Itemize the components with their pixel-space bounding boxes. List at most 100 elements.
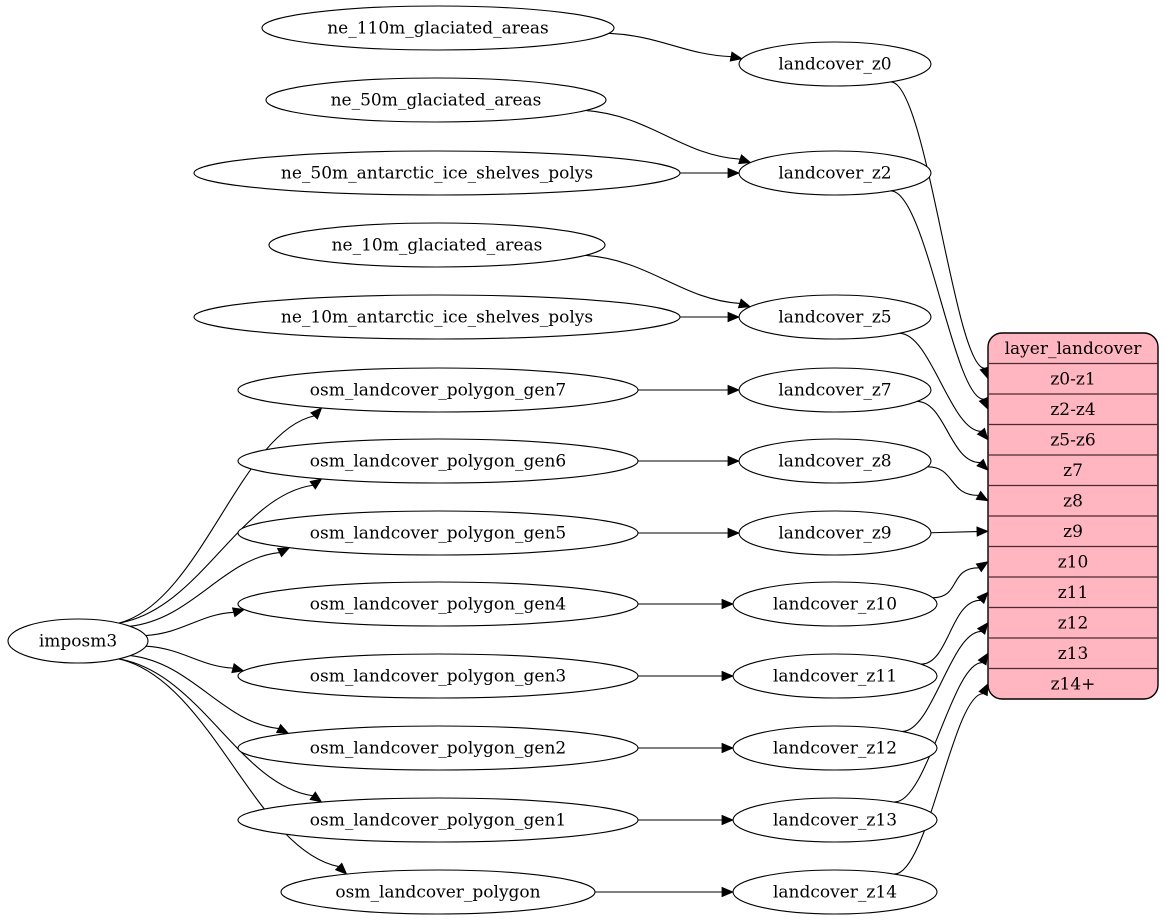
node-imposm3[interactable]: imposm3 bbox=[7, 618, 149, 664]
node-shape bbox=[237, 367, 639, 413]
edge-imposm3-to-osm_landcover_polygon bbox=[118, 658, 339, 868]
node-landcover_z9[interactable]: landcover_z9 bbox=[738, 510, 932, 556]
edge-arrowhead bbox=[729, 51, 743, 62]
node-shape bbox=[193, 150, 681, 196]
edge-landcover_z8-to-z8 bbox=[927, 466, 979, 496]
node-shape bbox=[732, 797, 938, 843]
edge-arrowhead bbox=[727, 384, 741, 396]
node-ne_10m_antarctic_ice_shelves_polys[interactable]: ne_10m_antarctic_ice_shelves_polys bbox=[193, 294, 681, 340]
edge-arrowhead bbox=[721, 742, 735, 754]
node-landcover_z13[interactable]: landcover_z13 bbox=[732, 797, 938, 843]
edge-imposm3-to-osm_landcover_polygon_gen7 bbox=[118, 415, 315, 624]
edge-arrowhead bbox=[727, 527, 741, 539]
node-shape bbox=[237, 438, 639, 484]
node-ne_110m_glaciated_areas[interactable]: ne_110m_glaciated_areas bbox=[261, 5, 615, 51]
edge-arrowhead bbox=[727, 455, 741, 467]
node-shape bbox=[738, 367, 932, 413]
node-shape bbox=[7, 618, 149, 664]
node-landcover_z14[interactable]: landcover_z14 bbox=[732, 869, 938, 915]
edge-imposm3-to-osm_landcover_polygon_gen4 bbox=[145, 611, 234, 637]
nodes-layer: imposm3 ne_110m_glaciated_areas ne_50m_gla… bbox=[7, 5, 938, 915]
edges-layer bbox=[118, 32, 990, 898]
node-landcover_z0[interactable]: landcover_z0 bbox=[738, 41, 932, 87]
node-landcover_z11[interactable]: landcover_z11 bbox=[732, 653, 938, 699]
edge-arrowhead bbox=[977, 652, 989, 666]
node-osm_landcover_polygon[interactable]: osm_landcover_polygon bbox=[280, 869, 596, 915]
edge-landcover_z12-to-z12 bbox=[902, 630, 982, 733]
edge-arrowhead bbox=[231, 607, 246, 618]
edge-ne_110m_glaciated_areas-to-landcover_z0 bbox=[608, 32, 732, 58]
edge-arrowhead bbox=[721, 598, 735, 610]
node-shape bbox=[193, 294, 681, 340]
node-osm_landcover_polygon_gen2[interactable]: osm_landcover_polygon_gen2 bbox=[237, 725, 639, 771]
edge-arrowhead bbox=[721, 886, 735, 898]
node-shape bbox=[738, 294, 932, 340]
node-landcover_z2[interactable]: landcover_z2 bbox=[738, 150, 932, 196]
node-landcover_z5[interactable]: landcover_z5 bbox=[738, 294, 932, 340]
edge-arrowhead bbox=[975, 490, 989, 502]
edge-arrowhead bbox=[976, 458, 989, 471]
node-shape bbox=[738, 438, 932, 484]
edge-arrowhead bbox=[309, 478, 323, 490]
node-shape bbox=[732, 653, 938, 699]
node-osm_landcover_polygon_gen7[interactable]: osm_landcover_polygon_gen7 bbox=[237, 367, 639, 413]
edge-arrowhead bbox=[738, 154, 752, 165]
node-shape bbox=[237, 725, 639, 771]
edge-landcover_z9-to-z9 bbox=[930, 530, 978, 534]
node-osm_landcover_polygon_gen6[interactable]: osm_landcover_polygon_gen6 bbox=[237, 438, 639, 484]
node-landcover_z8[interactable]: landcover_z8 bbox=[738, 438, 932, 484]
edge-arrowhead bbox=[976, 591, 989, 605]
edge-arrowhead bbox=[309, 791, 323, 803]
node-shape bbox=[265, 77, 607, 123]
node-shape bbox=[237, 797, 639, 843]
edge-arrowhead bbox=[310, 407, 323, 420]
edge-arrowhead bbox=[276, 547, 291, 558]
edge-ne_10m_glaciated_areas-to-landcover_z5 bbox=[585, 254, 740, 304]
node-landcover_z10[interactable]: landcover_z10 bbox=[732, 581, 938, 627]
edge-arrowhead bbox=[231, 662, 245, 674]
edge-arrowhead bbox=[727, 167, 741, 179]
node-shape bbox=[237, 581, 639, 627]
node-shape bbox=[738, 150, 932, 196]
edge-landcover_z14-to-z14+ bbox=[894, 693, 984, 875]
node-shape bbox=[738, 41, 932, 87]
node-ne_50m_glaciated_areas[interactable]: ne_50m_glaciated_areas bbox=[265, 77, 607, 123]
node-osm_landcover_polygon_gen5[interactable]: osm_landcover_polygon_gen5 bbox=[237, 510, 639, 556]
node-landcover_z7[interactable]: landcover_z7 bbox=[738, 367, 932, 413]
node-shape bbox=[237, 510, 639, 556]
edge-landcover_z2-to-z2-z4 bbox=[890, 190, 984, 400]
edge-arrowhead bbox=[737, 298, 752, 309]
node-osm_landcover_polygon_gen3[interactable]: osm_landcover_polygon_gen3 bbox=[237, 653, 639, 699]
node-shape bbox=[738, 510, 932, 556]
node-shape bbox=[268, 222, 606, 268]
edge-imposm3-to-osm_landcover_polygon_gen3 bbox=[146, 645, 233, 669]
edge-arrowhead bbox=[334, 862, 348, 875]
node-shape bbox=[261, 5, 615, 51]
edge-arrowhead bbox=[727, 311, 741, 323]
node-shape bbox=[237, 653, 639, 699]
layer-landcover-table: layer_landcoverz0-z1z2-z4z5-z6z7z8z9z10z… bbox=[987, 332, 1159, 700]
edge-imposm3-to-osm_landcover_polygon_gen2 bbox=[130, 655, 279, 730]
node-shape bbox=[732, 581, 938, 627]
node-landcover_z12[interactable]: landcover_z12 bbox=[732, 725, 938, 771]
node-ne_10m_glaciated_areas[interactable]: ne_10m_glaciated_areas bbox=[268, 222, 606, 268]
edge-imposm3-to-osm_landcover_polygon_gen1 bbox=[118, 658, 313, 797]
edge-landcover_z10-to-z10 bbox=[932, 567, 979, 599]
node-shape bbox=[280, 869, 596, 915]
node-ne_50m_antarctic_ice_shelves_polys[interactable]: ne_50m_antarctic_ice_shelves_polys bbox=[193, 150, 681, 196]
node-osm_landcover_polygon_gen1[interactable]: osm_landcover_polygon_gen1 bbox=[237, 797, 639, 843]
edge-arrowhead bbox=[721, 670, 735, 682]
node-shape bbox=[732, 869, 938, 915]
edge-landcover_z5-to-z5-z6 bbox=[899, 332, 982, 432]
edge-landcover_z11-to-z11 bbox=[920, 599, 981, 665]
edge-arrowhead bbox=[978, 682, 989, 697]
node-osm_landcover_polygon_gen4[interactable]: osm_landcover_polygon_gen4 bbox=[237, 581, 639, 627]
edge-arrowhead bbox=[975, 561, 989, 573]
node-shape bbox=[732, 725, 938, 771]
edge-arrowhead bbox=[976, 526, 990, 537]
edge-imposm3-to-osm_landcover_polygon_gen6 bbox=[118, 484, 313, 624]
edge-landcover_z0-to-z0-z1 bbox=[890, 81, 985, 369]
edge-landcover_z13-to-z13 bbox=[894, 662, 983, 803]
